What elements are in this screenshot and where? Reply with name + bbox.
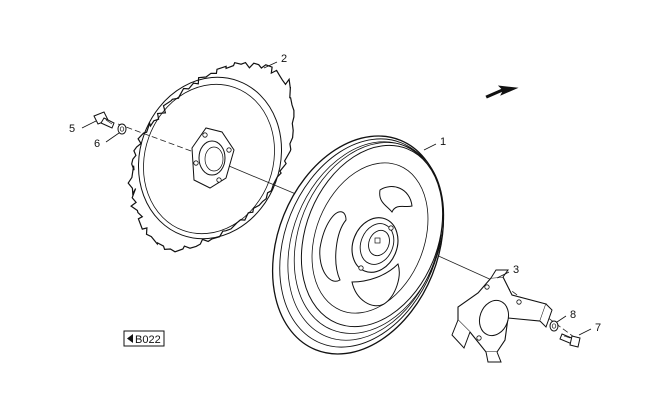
leader-lines [81,61,592,336]
pulley-window-lower [351,263,400,307]
ring-gear-inner-edge [137,76,283,240]
leader-8 [556,315,567,323]
figure-code-badge: B022 [123,330,165,347]
ring-gear-bore [198,140,226,176]
washer-6 [117,123,127,135]
leader-3 [496,271,510,279]
triangle-left-icon [127,334,133,343]
callout-1: 1 [440,136,446,148]
bracket-center-hole [478,299,510,337]
pulley-window-upper [379,186,413,213]
callout-7: 7 [595,322,601,334]
figure-code-label: B022 [135,334,161,346]
pulley-window-left [319,211,347,282]
leader-2 [263,61,278,69]
leader-6 [105,132,120,143]
bolt-7 [559,333,581,348]
callout-3: 3 [513,264,519,276]
callout-8: 8 [570,309,576,321]
ring-gear [127,61,295,253]
leader-7 [578,328,592,336]
crankshaft-pulley [271,135,445,355]
callout-2: 2 [281,53,287,65]
callout-5: 5 [69,123,75,135]
callout-6: 6 [94,138,100,150]
bracket-3 [451,269,553,363]
arrow-icon [485,85,519,99]
washer-8 [549,320,559,332]
leader-1 [423,143,437,151]
leader-5 [81,120,97,129]
ring-gear-inner-edge-2 [143,83,275,235]
bolt-5 [93,111,115,129]
